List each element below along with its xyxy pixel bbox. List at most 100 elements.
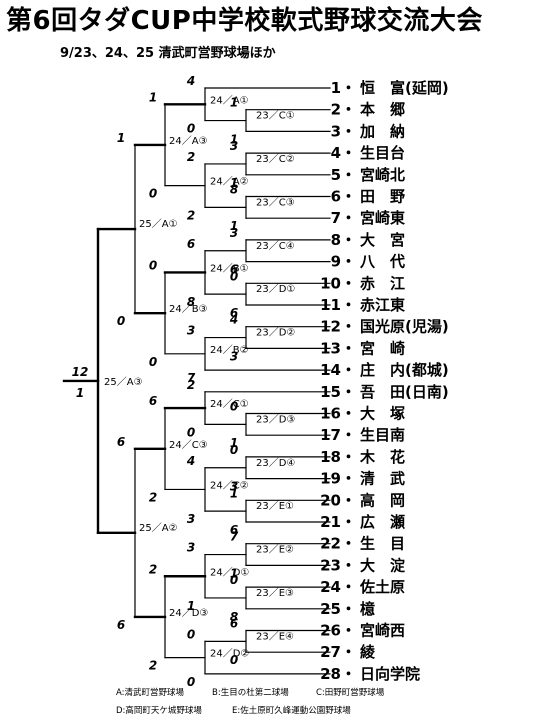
team-name: 生目南 bbox=[360, 426, 405, 444]
score: 3 bbox=[230, 139, 238, 153]
team-number: 2・ bbox=[331, 101, 356, 119]
score: 6 bbox=[187, 237, 195, 251]
team-name: 日向学院 bbox=[360, 665, 420, 683]
score: 1 bbox=[149, 90, 157, 104]
game-label: 24／A① bbox=[210, 94, 249, 106]
team-name: 宮崎北 bbox=[360, 166, 405, 184]
team-number: 5・ bbox=[331, 166, 356, 184]
team-number: 9・ bbox=[331, 253, 356, 271]
team-number: 19・ bbox=[320, 470, 356, 488]
game-label: 23／D① bbox=[256, 283, 295, 295]
score: 1 bbox=[230, 436, 238, 450]
game-label: 23／C① bbox=[256, 110, 295, 122]
score: 6 bbox=[230, 306, 238, 320]
team-number: 27・ bbox=[320, 643, 356, 661]
game-label: 23／C③ bbox=[256, 196, 295, 208]
team-number: 24・ bbox=[320, 578, 356, 596]
score: 1 bbox=[76, 386, 84, 400]
page-title: 第6回タダCUP中学校軟式野球交流大会 bbox=[6, 6, 483, 36]
team-number: 16・ bbox=[320, 405, 356, 423]
game-label: 25／A③ bbox=[104, 376, 143, 388]
team-number: 14・ bbox=[320, 361, 356, 379]
score: 3 bbox=[187, 324, 195, 338]
game-label: 24／A② bbox=[210, 176, 249, 188]
score: 3 bbox=[187, 541, 195, 555]
score: 2 bbox=[187, 150, 195, 164]
team-name: 赤 江 bbox=[360, 274, 405, 292]
score: 1 bbox=[230, 132, 238, 146]
game-label: 24／B② bbox=[210, 344, 249, 356]
team-number: 7・ bbox=[331, 209, 356, 227]
score: 2 bbox=[149, 659, 157, 673]
team-number: 25・ bbox=[320, 600, 356, 618]
team-name: 恒 富(延岡) bbox=[360, 79, 449, 97]
score: 0 bbox=[149, 355, 157, 369]
team-name: 本 郷 bbox=[360, 101, 405, 119]
score: 0 bbox=[187, 122, 195, 136]
score: 2 bbox=[149, 562, 157, 576]
score: 3 bbox=[230, 349, 238, 363]
team-name: 綾 bbox=[360, 643, 376, 661]
game-label: 24／D③ bbox=[169, 607, 208, 619]
team-number: 23・ bbox=[320, 556, 356, 574]
score: 6 bbox=[117, 435, 125, 449]
score: 4 bbox=[229, 313, 238, 327]
score: 0 bbox=[187, 425, 195, 439]
team-number: 22・ bbox=[320, 535, 356, 553]
score: 2 bbox=[149, 490, 157, 504]
score: 0 bbox=[230, 443, 238, 457]
team-number: 4・ bbox=[331, 144, 356, 162]
score: 1 bbox=[230, 96, 238, 110]
team-name: 田 野 bbox=[360, 188, 405, 206]
team-name: 高 岡 bbox=[360, 491, 405, 509]
game-label: 24／B① bbox=[210, 262, 249, 274]
team-name: 赤江東 bbox=[360, 296, 405, 314]
team-number: 1・ bbox=[331, 79, 356, 97]
score: 1 bbox=[230, 176, 238, 190]
team-number: 15・ bbox=[320, 383, 356, 401]
team-name: 大 宮 bbox=[360, 231, 405, 249]
score: 1 bbox=[187, 599, 195, 613]
score: 3 bbox=[230, 226, 238, 240]
team-name: 広 瀬 bbox=[360, 513, 405, 531]
game-label: 23／C④ bbox=[256, 240, 295, 252]
game-label: 24／C③ bbox=[169, 439, 208, 451]
game-label: 25／A① bbox=[139, 218, 178, 230]
team-name: 生目台 bbox=[360, 144, 405, 162]
team-name: 生 目 bbox=[360, 535, 405, 553]
score: 8 bbox=[187, 295, 195, 309]
team-number: 17・ bbox=[320, 426, 356, 444]
score: 7 bbox=[230, 530, 239, 544]
team-number: 11・ bbox=[320, 296, 356, 314]
legend-venue-b: B:生目の杜第二球場 bbox=[212, 688, 289, 698]
score: 1 bbox=[230, 566, 238, 580]
team-number: 13・ bbox=[320, 339, 356, 357]
score: 2 bbox=[187, 378, 195, 392]
legend-venue-e: E:佐土原町久峰運動公園野球場 bbox=[232, 706, 351, 716]
game-label: 23／C② bbox=[256, 153, 295, 165]
score: 0 bbox=[117, 314, 125, 328]
team-name: 大 淀 bbox=[360, 556, 406, 574]
page-subtitle: 9/23、24、25 清武町営野球場ほか bbox=[60, 46, 276, 61]
score: 1 bbox=[117, 131, 125, 145]
score: 3 bbox=[230, 480, 238, 494]
score: 0 bbox=[187, 675, 195, 689]
game-label: 23／E③ bbox=[256, 587, 294, 599]
score: 8 bbox=[230, 183, 238, 197]
score: 0 bbox=[230, 573, 238, 587]
team-number: 10・ bbox=[320, 274, 356, 292]
game-label: 24／D① bbox=[210, 566, 249, 578]
score: 4 bbox=[186, 454, 195, 468]
legend-venue-d: D:高岡町天ケ城野球場 bbox=[116, 706, 202, 716]
team-number: 6・ bbox=[331, 188, 356, 206]
team-name: 庄 内(都城) bbox=[360, 361, 449, 379]
game-label: 23／E② bbox=[256, 544, 294, 556]
team-number: 20・ bbox=[320, 491, 356, 509]
team-name: 檍 bbox=[360, 600, 375, 618]
score: 6 bbox=[230, 523, 238, 537]
team-name: 吾 田(日南) bbox=[360, 383, 449, 401]
game-label: 25／A② bbox=[139, 522, 178, 534]
game-label: 23／D④ bbox=[256, 457, 295, 469]
team-name: 加 納 bbox=[359, 122, 405, 140]
